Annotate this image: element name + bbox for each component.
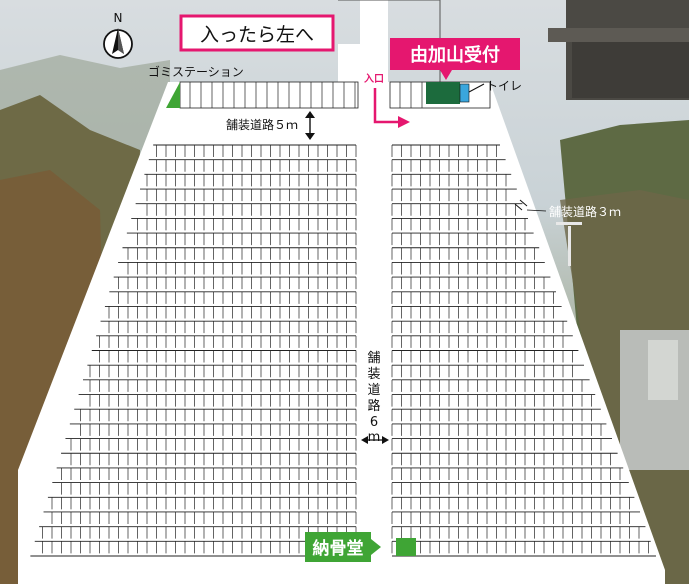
enter-sign-text: 入ったら左へ (200, 24, 314, 46)
entrance-arrow-icon (398, 116, 410, 128)
road-6m-char: 6 (370, 415, 378, 430)
left-cemetery-section (18, 82, 360, 584)
reception-building (426, 82, 460, 104)
road-6m-dimension-icon (361, 436, 389, 444)
garbage-station-label: ゴミステーション (148, 64, 244, 79)
road-3m-label: 舗装道路３ｍ (549, 204, 621, 219)
road-6m-char: 装 (367, 367, 380, 382)
center-road-6m (360, 0, 388, 584)
toilet-marker (459, 83, 470, 103)
plot-rows (30, 82, 656, 557)
reception-callout: 由加山受付 (390, 38, 520, 80)
road-6m-char: 路 (367, 398, 380, 414)
road-6m-char: m (368, 430, 381, 445)
enter-left-sign: 入ったら左へ (179, 14, 335, 52)
road-5m-label: 舗装道路５ｍ (226, 117, 298, 132)
north-compass-icon: N (103, 11, 133, 59)
road-3m-marker (514, 199, 547, 212)
road-6m-char: 舗 (367, 351, 380, 366)
road-5m-dimension-icon (305, 111, 315, 140)
top-road-5m (168, 108, 490, 138)
entrance-label: 入口 (364, 73, 384, 85)
road-6m-char: 道 (367, 383, 380, 398)
garbage-station-marker (166, 82, 180, 108)
ossuary-callout: 納骨堂 (305, 532, 381, 562)
ossuary-building (396, 538, 416, 556)
entrance-marker: 入口 (364, 73, 410, 128)
toilet-label: トイレ (486, 79, 522, 93)
north-label: N (114, 11, 123, 25)
reception-label: 由加山受付 (410, 44, 500, 66)
ossuary-label: 納骨堂 (313, 538, 364, 559)
right-cemetery-section (388, 82, 665, 584)
road-6m-label: 舗 装 道 路 6 m (367, 351, 380, 445)
